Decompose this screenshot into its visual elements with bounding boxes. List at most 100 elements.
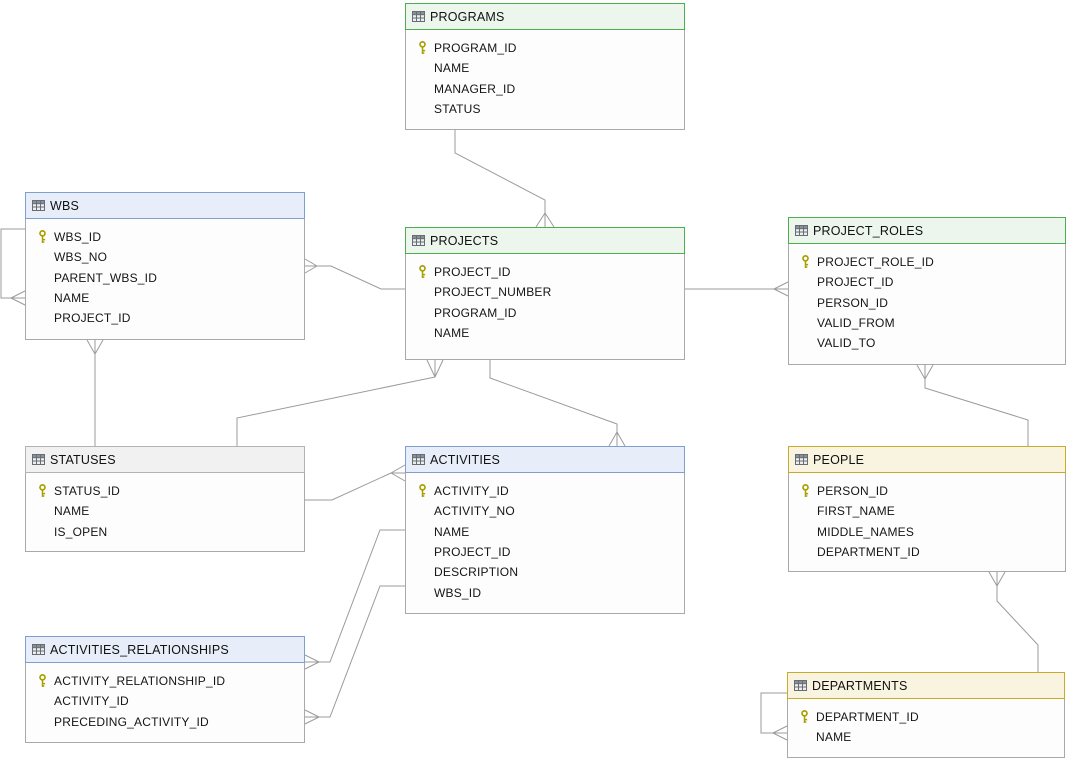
field-row[interactable]: FIRST_NAME bbox=[789, 501, 1065, 521]
relationship-line[interactable] bbox=[305, 472, 392, 501]
field-name: NAME bbox=[54, 291, 90, 306]
field-row[interactable]: PROJECT_ID bbox=[789, 272, 1065, 292]
relationship-line[interactable] bbox=[317, 265, 405, 290]
field-row[interactable]: NAME bbox=[26, 288, 304, 308]
relationship-projects-activities[interactable] bbox=[489, 360, 626, 447]
field-name: PARENT_WBS_ID bbox=[54, 270, 158, 285]
field-row[interactable]: STATUS_ID bbox=[26, 481, 304, 501]
table-icon bbox=[412, 454, 425, 465]
relationship-statuses-activities[interactable] bbox=[305, 464, 406, 501]
relationship-people-project-roles[interactable] bbox=[916, 364, 1029, 446]
entity-header[interactable]: PROJECTS bbox=[405, 227, 685, 254]
relationship-statuses-projects[interactable] bbox=[236, 359, 444, 446]
field-row[interactable]: NAME bbox=[788, 727, 1064, 747]
entity-header[interactable]: ACTIVITIES bbox=[405, 446, 685, 473]
relationship-programs-projects[interactable] bbox=[454, 130, 555, 228]
crows-foot-prong bbox=[390, 464, 406, 474]
field-row[interactable]: WBS_ID bbox=[26, 227, 304, 247]
field-row[interactable]: WBS_ID bbox=[406, 582, 684, 602]
field-row[interactable]: PROJECT_ID bbox=[406, 542, 684, 562]
field-row[interactable]: PROJECT_ROLE_ID bbox=[789, 252, 1065, 272]
field-row[interactable]: DEPARTMENT_ID bbox=[789, 542, 1065, 562]
relationship-departments-people[interactable] bbox=[988, 571, 1039, 672]
field-name: IS_OPEN bbox=[54, 524, 108, 539]
crows-foot-prong bbox=[94, 339, 104, 355]
relationship-wbs-self-parent[interactable] bbox=[0, 228, 26, 306]
entity-header[interactable]: PROJECT_ROLES bbox=[788, 217, 1066, 244]
field-row[interactable]: PERSON_ID bbox=[789, 481, 1065, 501]
field-name: DEPARTMENT_ID bbox=[817, 545, 920, 560]
relationship-line[interactable] bbox=[996, 586, 1039, 672]
field-row[interactable]: PROJECT_ID bbox=[26, 308, 304, 328]
field-row[interactable]: ACTIVITY_ID bbox=[26, 691, 304, 711]
relationship-line[interactable] bbox=[760, 692, 787, 734]
table-icon bbox=[412, 235, 425, 246]
field-row[interactable]: PARENT_WBS_ID bbox=[26, 268, 304, 288]
field-row[interactable]: NAME bbox=[406, 323, 684, 343]
field-row[interactable]: PROJECT_NUMBER bbox=[406, 282, 684, 302]
field-row[interactable]: MIDDLE_NAMES bbox=[789, 522, 1065, 542]
primary-key-icon bbox=[799, 484, 812, 498]
field-row[interactable]: PROGRAM_ID bbox=[406, 303, 684, 323]
entity-header[interactable]: ACTIVITIES_RELATIONSHIPS bbox=[25, 636, 305, 663]
crows-foot-prong bbox=[773, 281, 789, 290]
field-name: NAME bbox=[434, 524, 470, 539]
field-name: ACTIVITY_NO bbox=[434, 504, 515, 519]
relationship-activities-activity-relationships-2[interactable] bbox=[304, 585, 405, 725]
field-name: MIDDLE_NAMES bbox=[817, 524, 915, 539]
entity-header[interactable]: WBS bbox=[25, 192, 305, 219]
entity-header[interactable]: DEPARTMENTS bbox=[787, 672, 1065, 699]
crows-foot-prong bbox=[535, 212, 546, 228]
field-row[interactable]: MANAGER_ID bbox=[406, 79, 684, 99]
field-row[interactable]: ACTIVITY_ID bbox=[406, 481, 684, 501]
relationship-projects-project-roles[interactable] bbox=[685, 281, 789, 297]
crows-foot-prong bbox=[304, 661, 320, 670]
relationship-line[interactable] bbox=[319, 529, 405, 663]
field-row[interactable]: PROJECT_ID bbox=[406, 262, 684, 282]
relationship-projects-wbs[interactable] bbox=[304, 258, 405, 290]
field-row[interactable]: DESCRIPTION bbox=[406, 562, 684, 582]
field-row[interactable]: ACTIVITY_RELATIONSHIP_ID bbox=[26, 671, 304, 691]
field-row[interactable]: PERSON_ID bbox=[789, 293, 1065, 313]
relationship-departments-self[interactable] bbox=[760, 692, 788, 741]
relationship-line[interactable] bbox=[924, 379, 1029, 446]
relationship-line[interactable] bbox=[236, 376, 436, 446]
entity-activities[interactable]: ACTIVITIES ACTIVITY_ID ACTIVITY_NO NAME PRO… bbox=[405, 446, 685, 614]
entity-header[interactable]: PROGRAMS bbox=[405, 3, 685, 30]
field-row[interactable]: STATUS bbox=[406, 99, 684, 119]
field-name: ACTIVITY_RELATIONSHIP_ID bbox=[54, 674, 226, 689]
field-name: PROJECT_ID bbox=[817, 275, 894, 290]
entity-header[interactable]: STATUSES bbox=[25, 446, 305, 473]
field-row[interactable]: DEPARTMENT_ID bbox=[788, 707, 1064, 727]
relationship-statuses-wbs[interactable] bbox=[86, 339, 104, 446]
field-row[interactable]: WBS_NO bbox=[26, 247, 304, 267]
relationship-line[interactable] bbox=[454, 130, 546, 213]
entity-wbs[interactable]: WBS WBS_ID WBS_NO PARENT_WBS_ID NAME PROJECT… bbox=[25, 192, 305, 340]
relationship-activities-activity-relationships-1[interactable] bbox=[304, 529, 405, 670]
field-name: WBS_NO bbox=[54, 250, 108, 265]
field-row[interactable]: VALID_TO bbox=[789, 333, 1065, 353]
field-row[interactable]: NAME bbox=[406, 58, 684, 78]
primary-key-icon bbox=[799, 255, 812, 269]
field-row[interactable]: ACTIVITY_NO bbox=[406, 501, 684, 521]
field-row[interactable]: PROGRAM_ID bbox=[406, 38, 684, 58]
field-name: PROGRAM_ID bbox=[434, 41, 517, 56]
relationship-line[interactable] bbox=[489, 360, 618, 432]
entity-header[interactable]: PEOPLE bbox=[788, 446, 1066, 473]
relationship-line[interactable] bbox=[0, 228, 25, 299]
field-row[interactable]: NAME bbox=[26, 501, 304, 521]
field-row[interactable]: VALID_FROM bbox=[789, 313, 1065, 333]
relationship-line[interactable] bbox=[319, 585, 405, 718]
entity-activities_relationships[interactable]: ACTIVITIES_RELATIONSHIPS ACTIVITY_RELATI… bbox=[25, 636, 305, 743]
field-row[interactable]: IS_OPEN bbox=[26, 522, 304, 542]
field-row[interactable]: NAME bbox=[406, 522, 684, 542]
entity-project_roles[interactable]: PROJECT_ROLES PROJECT_ROLE_ID PROJECT_ID P… bbox=[788, 217, 1066, 365]
field-name: PROJECT_ID bbox=[434, 265, 511, 280]
field-row[interactable]: PRECEDING_ACTIVITY_ID bbox=[26, 712, 304, 732]
